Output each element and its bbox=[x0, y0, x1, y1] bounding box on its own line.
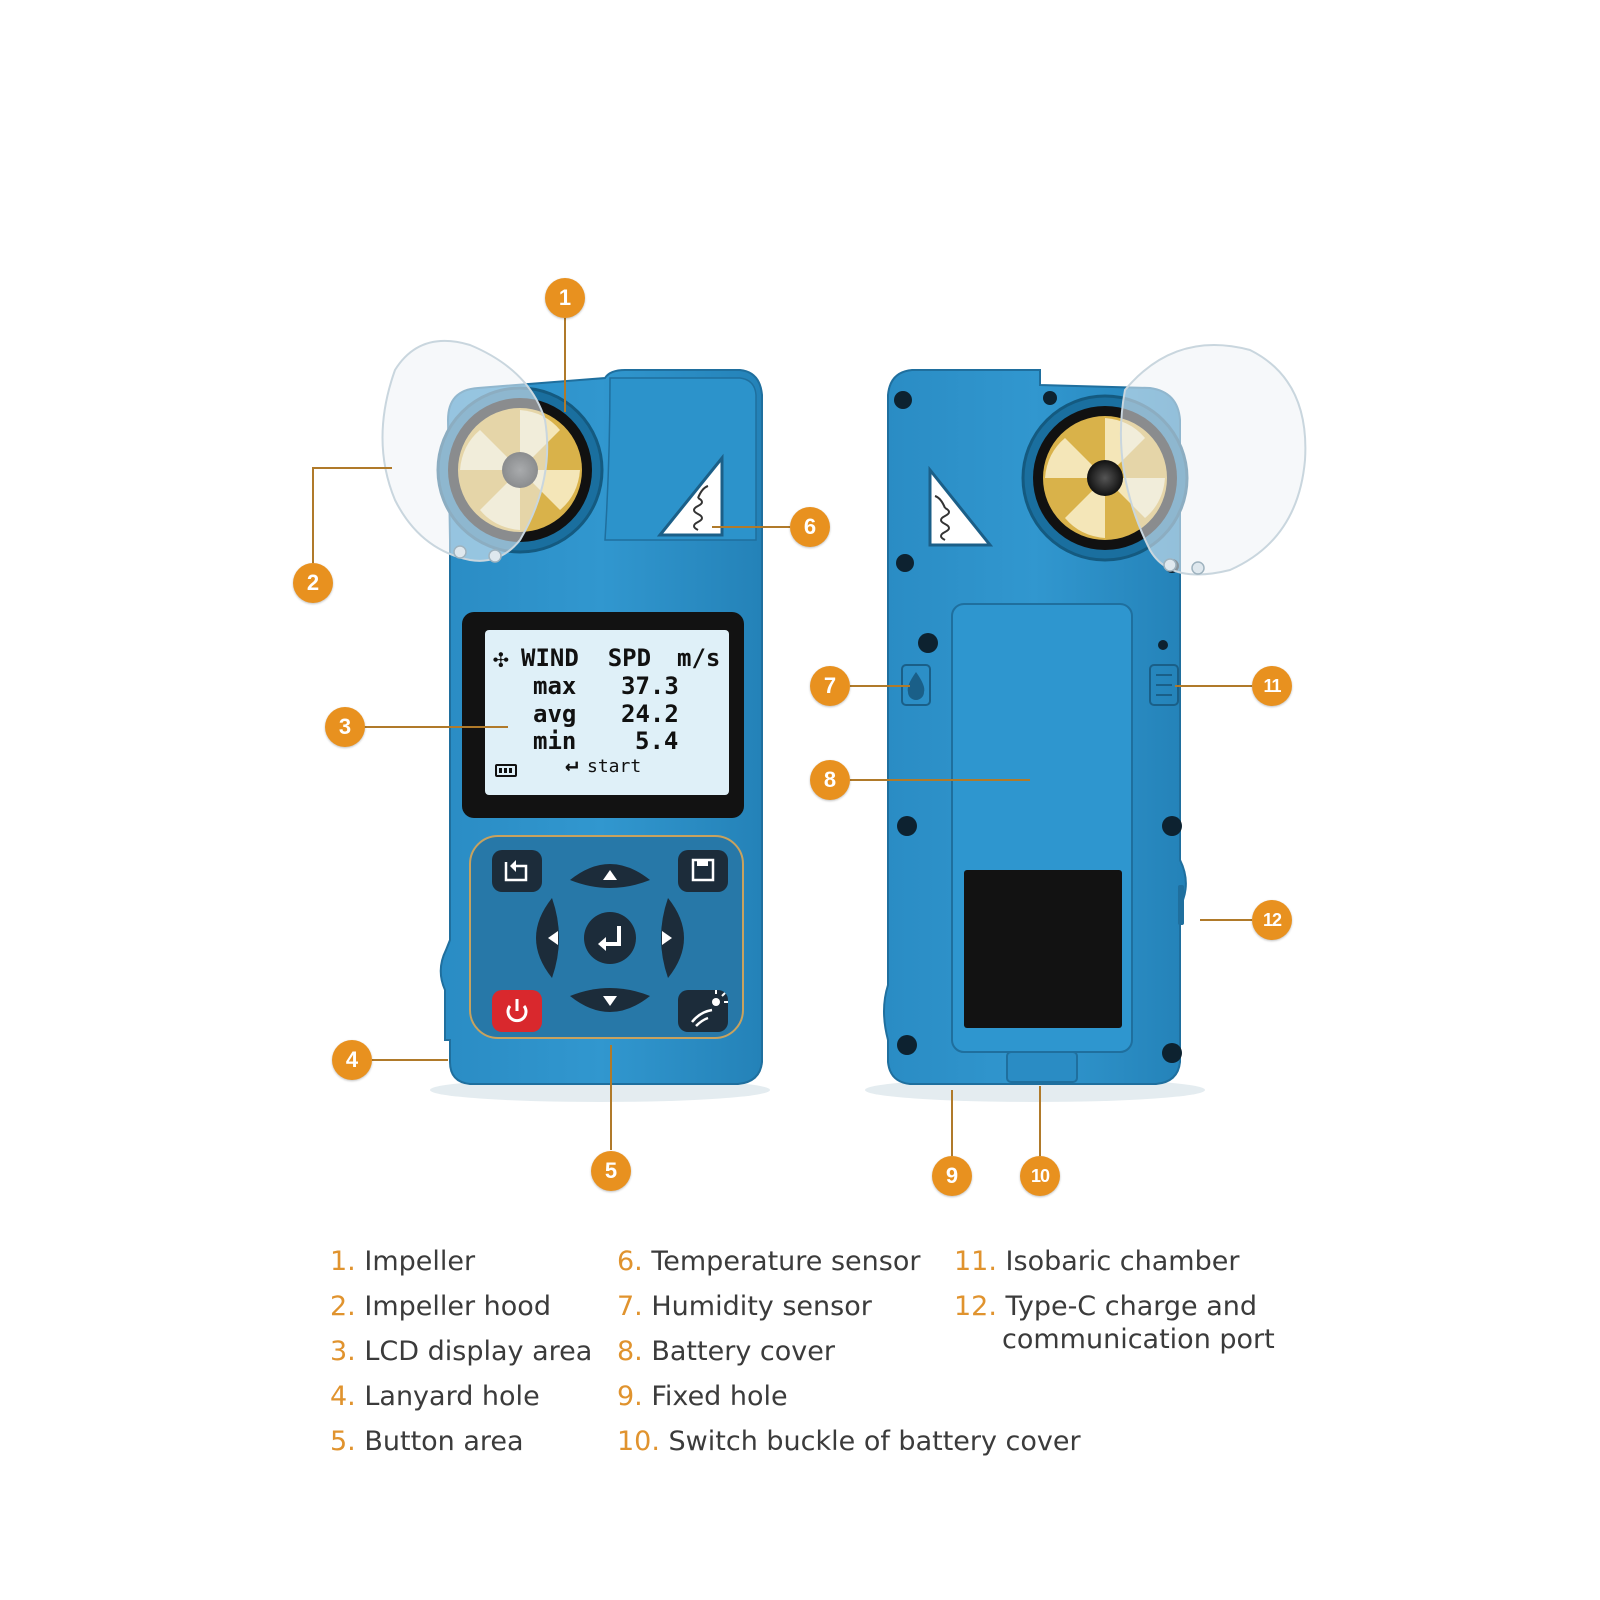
enter-arrow-icon: ↵ bbox=[565, 752, 579, 777]
legend-item: 7. Humidity sensor bbox=[617, 1291, 872, 1322]
legend-text-continued: communication port bbox=[1002, 1324, 1275, 1355]
legend-number: 6. bbox=[617, 1246, 643, 1277]
callout-3: 3 bbox=[325, 707, 365, 747]
legend-text: Switch buckle of battery cover bbox=[668, 1426, 1081, 1457]
legend-number: 10. bbox=[617, 1426, 660, 1457]
lcd-title: WIND SPD bbox=[521, 644, 652, 672]
lcd-row-label: min bbox=[533, 727, 577, 755]
enter-icon bbox=[602, 926, 621, 946]
legend-item: 11. Isobaric chamber bbox=[954, 1246, 1239, 1277]
legend-number: 5. bbox=[330, 1426, 356, 1457]
legend-text: Isobaric chamber bbox=[1005, 1246, 1240, 1277]
legend-item: 5. Button area bbox=[330, 1426, 524, 1457]
callout-7: 7 bbox=[810, 666, 850, 706]
arrow-up-icon bbox=[603, 870, 617, 880]
callout-6: 6 bbox=[790, 507, 830, 547]
lcd-unit: m/s bbox=[677, 644, 721, 672]
power-icon bbox=[506, 999, 528, 1023]
backlight-icon bbox=[691, 1008, 713, 1023]
callout-12: 12 bbox=[1252, 900, 1292, 940]
callout-1: 1 bbox=[545, 278, 585, 318]
arrow-left-icon bbox=[548, 931, 558, 945]
humidity-drop-icon bbox=[907, 672, 925, 700]
legend-text: Lanyard hole bbox=[364, 1381, 540, 1412]
lcd-row-label: max bbox=[533, 672, 577, 700]
legend-number: 7. bbox=[617, 1291, 643, 1322]
legend-item: 3. LCD display area bbox=[330, 1336, 592, 1367]
temperature-sensor-window bbox=[656, 453, 724, 537]
lcd-row-value: 5.4 bbox=[635, 727, 679, 755]
legend-number: 8. bbox=[617, 1336, 643, 1367]
legend-number: 9. bbox=[617, 1381, 643, 1412]
legend-text: Impeller bbox=[364, 1246, 476, 1277]
callout-5: 5 bbox=[591, 1151, 631, 1191]
legend-number: 1. bbox=[330, 1246, 356, 1277]
back-button bbox=[492, 850, 542, 892]
callout-10: 10 bbox=[1020, 1156, 1060, 1196]
legend-number: 4. bbox=[330, 1381, 356, 1412]
legend-number: 3. bbox=[330, 1336, 356, 1367]
legend-text: communication port bbox=[1002, 1324, 1275, 1355]
legend-number: 12. bbox=[954, 1291, 997, 1322]
callout-9: 9 bbox=[932, 1156, 972, 1196]
callout-4: 4 bbox=[332, 1040, 372, 1080]
legend-text: Battery cover bbox=[651, 1336, 835, 1367]
legend-number: 2. bbox=[330, 1291, 356, 1322]
save-button bbox=[678, 850, 728, 892]
callout-2: 2 bbox=[293, 563, 333, 603]
lcd-screen bbox=[485, 630, 729, 795]
impeller-hood bbox=[381, 339, 549, 562]
left-button bbox=[536, 898, 559, 978]
legend-text: Impeller hood bbox=[364, 1291, 551, 1322]
legend-text: Temperature sensor bbox=[651, 1246, 921, 1277]
legend-item: 10. Switch buckle of battery cover bbox=[617, 1426, 1081, 1457]
callout-8: 8 bbox=[810, 760, 850, 800]
legend-item: 8. Battery cover bbox=[617, 1336, 835, 1367]
arrow-right-icon bbox=[662, 931, 672, 945]
fan-icon: ✣ bbox=[493, 644, 509, 674]
legend-item: 1. Impeller bbox=[330, 1246, 475, 1277]
legend-text: Button area bbox=[364, 1426, 524, 1457]
enter-button bbox=[584, 912, 636, 964]
legend-text: Type-C charge and bbox=[1005, 1291, 1257, 1322]
battery-cover-switch-buckle bbox=[1006, 1051, 1078, 1083]
legend-text: Fixed hole bbox=[651, 1381, 788, 1412]
legend-item: 2. Impeller hood bbox=[330, 1291, 551, 1322]
legend-item: 4. Lanyard hole bbox=[330, 1381, 540, 1412]
lcd-footer: start bbox=[587, 756, 642, 777]
legend-text: LCD display area bbox=[364, 1336, 593, 1367]
legend-number: 11. bbox=[954, 1246, 997, 1277]
arrow-down-icon bbox=[603, 996, 617, 1006]
right-button bbox=[661, 898, 684, 978]
lcd-row-value: 37.3 bbox=[621, 672, 679, 700]
lcd-row-label: avg bbox=[533, 700, 577, 728]
legend-item: 12. Type-C charge and bbox=[954, 1291, 1257, 1322]
lcd-display: ✣ WIND SPD m/s max 37.3 avg 24.2 min 5.4… bbox=[485, 630, 729, 795]
type-c-port bbox=[1178, 885, 1184, 925]
back-icon bbox=[504, 862, 528, 882]
legend-item: 6. Temperature sensor bbox=[617, 1246, 920, 1277]
lcd-row-value: 24.2 bbox=[621, 700, 679, 728]
callout-11: 11 bbox=[1252, 666, 1292, 706]
temperature-sensor-coil-icon bbox=[693, 485, 709, 531]
battery-icon bbox=[495, 764, 517, 777]
legend-item: 9. Fixed hole bbox=[617, 1381, 788, 1412]
legend-text: Humidity sensor bbox=[651, 1291, 872, 1322]
battery-label-plate bbox=[964, 870, 1122, 1028]
